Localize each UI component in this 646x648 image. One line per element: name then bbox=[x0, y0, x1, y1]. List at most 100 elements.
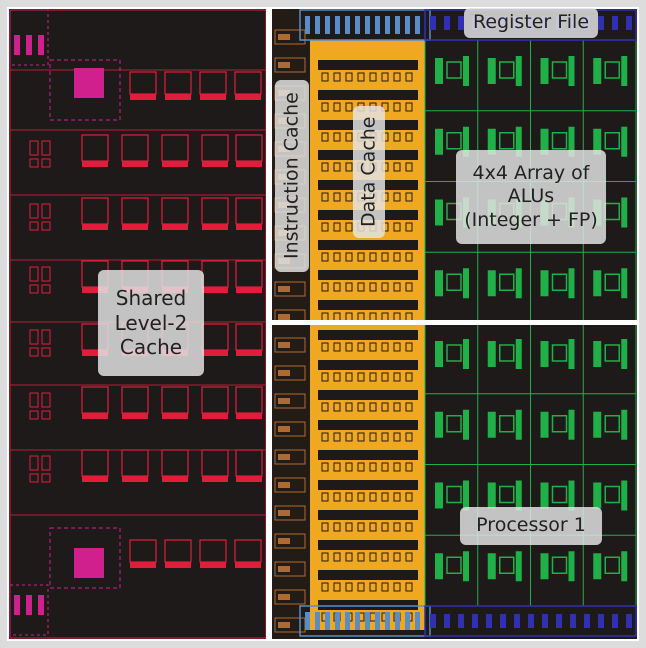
regfile-bit-dark bbox=[528, 614, 534, 628]
dcache-bit bbox=[321, 402, 329, 412]
l2-small-cell bbox=[29, 329, 39, 345]
alu-unit-box bbox=[499, 344, 515, 362]
dcache-bit bbox=[369, 582, 377, 592]
dcache-bit bbox=[381, 462, 389, 472]
dcache-bit bbox=[405, 462, 413, 472]
dcache-bit bbox=[321, 432, 329, 442]
alu-unit-bar bbox=[515, 480, 522, 511]
dcache-bit bbox=[321, 522, 329, 532]
regfile-bit bbox=[385, 612, 390, 630]
alu-unit-box bbox=[499, 132, 515, 150]
icache-cell bbox=[274, 505, 306, 521]
alu-unit-bar bbox=[487, 411, 496, 438]
alu-unit-bar bbox=[487, 482, 496, 509]
dcache-bit bbox=[381, 552, 389, 562]
dcache-bit bbox=[321, 162, 329, 172]
dcache-bit bbox=[321, 552, 329, 562]
dcache-bit bbox=[333, 222, 341, 232]
dcache-bit bbox=[357, 282, 365, 292]
l2-top-bank-strip bbox=[130, 94, 156, 100]
l2-small-cell bbox=[41, 473, 51, 483]
l2-small-cell bbox=[29, 347, 39, 357]
dcache-bit bbox=[333, 402, 341, 412]
icache-cell-fill bbox=[278, 370, 290, 376]
l2-bank-strip bbox=[122, 161, 148, 167]
regfile-bit bbox=[385, 16, 390, 34]
dcache-bit bbox=[357, 522, 365, 532]
l2-controller-top bbox=[49, 59, 121, 121]
dcache-bit bbox=[345, 582, 353, 592]
l2-small-cell bbox=[41, 158, 51, 168]
alu-unit-box bbox=[551, 485, 568, 504]
dcache-gap bbox=[318, 240, 418, 250]
alu-unit-box bbox=[551, 273, 568, 291]
dcache-bit bbox=[393, 132, 401, 142]
alu-unit-bar bbox=[515, 56, 522, 86]
l2-bottom-bank-strip bbox=[235, 562, 261, 568]
regfile-bit-dark bbox=[612, 614, 618, 628]
dcache-bit bbox=[345, 402, 353, 412]
icache-cell bbox=[274, 57, 306, 73]
alu-unit-bar bbox=[540, 128, 549, 155]
dcache-bit bbox=[381, 342, 389, 352]
dcache-bit bbox=[393, 522, 401, 532]
alu-unit-bar bbox=[568, 551, 575, 582]
regfile-bit-dark bbox=[626, 614, 632, 628]
alu-unit-bar bbox=[435, 58, 443, 84]
regfile-bit-dark bbox=[598, 16, 604, 30]
l2-bank-strip bbox=[236, 287, 262, 293]
dcache-bit bbox=[333, 132, 341, 142]
regfile-bit bbox=[375, 612, 380, 630]
alu-unit-bar bbox=[621, 197, 628, 228]
dcache-bit bbox=[345, 222, 353, 232]
l2-bank-strip bbox=[82, 224, 108, 230]
dcache-bit bbox=[321, 492, 329, 502]
icache-cell bbox=[274, 337, 306, 353]
alu-unit-bar bbox=[540, 411, 549, 438]
label-register-file: Register File bbox=[464, 8, 598, 38]
register-file-text: Register File bbox=[472, 11, 590, 34]
regfile-bit bbox=[395, 612, 400, 630]
l2-small-cell bbox=[41, 284, 51, 294]
dcache-bit bbox=[381, 252, 389, 262]
alu-unit-bar bbox=[540, 341, 549, 367]
alu-unit-bar bbox=[463, 126, 469, 157]
l2-small-cell bbox=[29, 140, 39, 156]
dcache-bit bbox=[405, 522, 413, 532]
l2-bottom-bank-strip bbox=[130, 562, 156, 568]
alu-unit-bar bbox=[540, 553, 549, 580]
dcache-bit bbox=[405, 372, 413, 382]
dcache-bit bbox=[405, 192, 413, 202]
l2-bank-strip bbox=[122, 476, 148, 482]
dcache-bit bbox=[405, 72, 413, 82]
alu-unit-bar bbox=[593, 553, 602, 580]
dcache-bit bbox=[357, 552, 365, 562]
dcache-bit bbox=[333, 552, 341, 562]
l2-small-cell bbox=[29, 284, 39, 294]
dcache-bit bbox=[393, 372, 401, 382]
dcache-bit bbox=[357, 432, 365, 442]
alu-unit-bar bbox=[568, 126, 575, 157]
dcache-bit bbox=[321, 132, 329, 142]
dcache-bit bbox=[345, 492, 353, 502]
instruction-cache-text: Instruction Cache bbox=[280, 92, 303, 260]
dcache-bit bbox=[333, 282, 341, 292]
dcache-bit bbox=[357, 72, 365, 82]
alu-unit-box bbox=[499, 415, 515, 433]
alu-unit-bar bbox=[593, 270, 602, 297]
dcache-bit bbox=[357, 342, 365, 352]
icache-cell bbox=[274, 281, 306, 297]
regfile-bit bbox=[405, 16, 410, 34]
label-data-cache: Data Cache bbox=[353, 106, 385, 238]
dcache-bit bbox=[369, 282, 377, 292]
alu-unit-box bbox=[604, 485, 620, 504]
alu-unit-box bbox=[551, 61, 568, 79]
l2-bank-strip bbox=[202, 161, 228, 167]
l2-bank-strip bbox=[82, 287, 108, 293]
dcache-bit bbox=[357, 252, 365, 262]
regfile-bit-dark bbox=[626, 16, 632, 30]
regfile-bit-dark bbox=[472, 614, 478, 628]
l2-small-cell bbox=[41, 266, 51, 282]
dcache-bit bbox=[357, 372, 365, 382]
alu-unit-bar bbox=[515, 126, 522, 157]
